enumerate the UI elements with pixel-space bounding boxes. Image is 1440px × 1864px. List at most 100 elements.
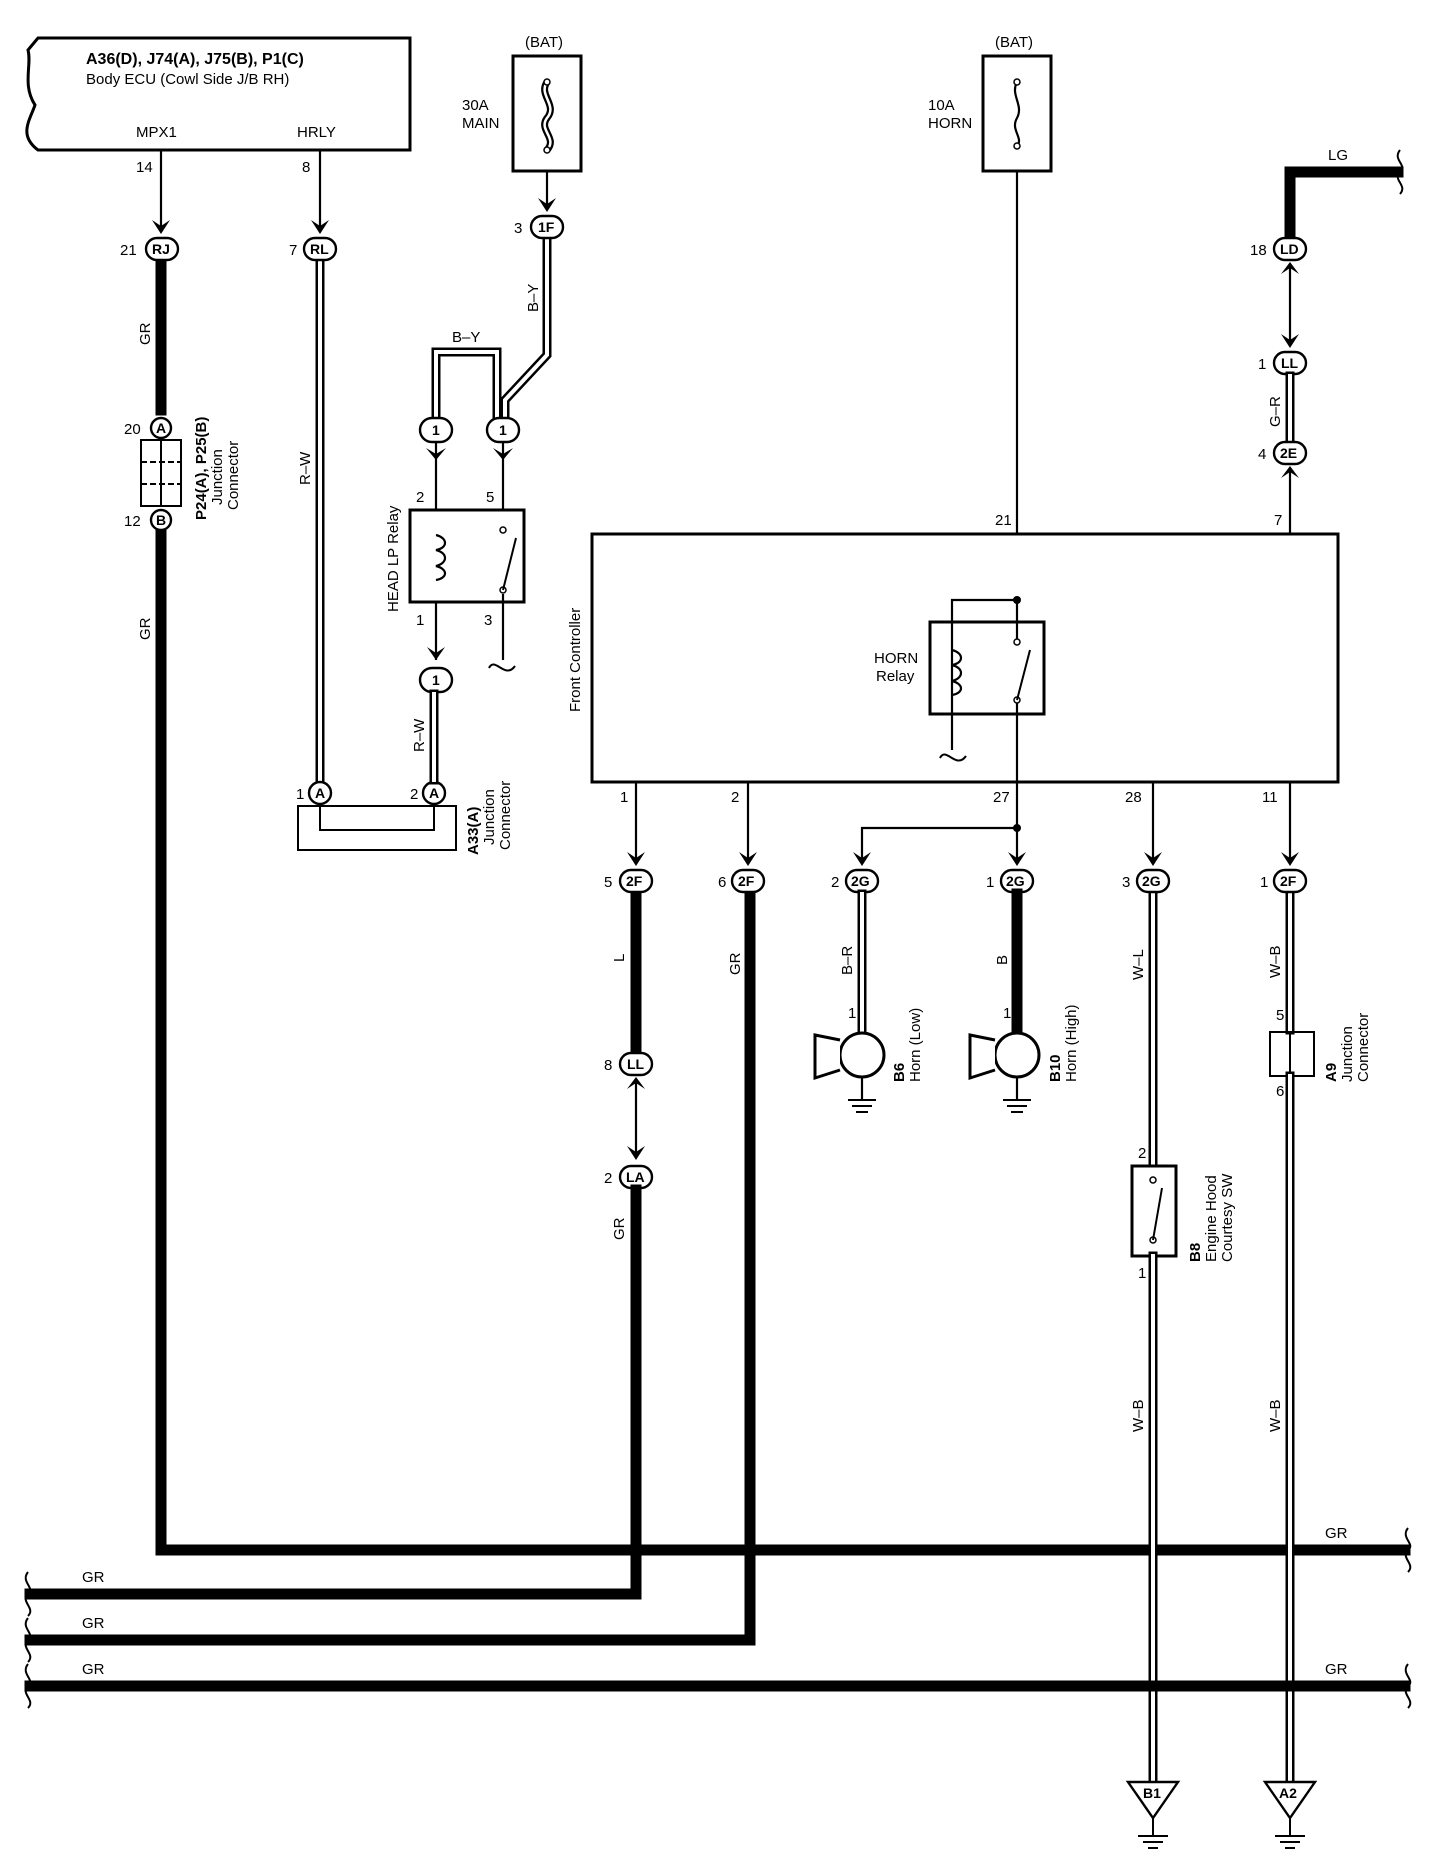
horn-high: 1 B10 Horn (High) [968, 1004, 1080, 1113]
svg-text:11: 11 [1262, 789, 1278, 806]
svg-text:LA: LA [626, 1169, 645, 1185]
svg-text:1: 1 [432, 422, 440, 438]
svg-text:2F: 2F [1280, 873, 1297, 889]
svg-text:2: 2 [1138, 1145, 1146, 1162]
svg-text:HORN: HORN [874, 650, 918, 667]
svg-text:(BAT): (BAT) [525, 34, 563, 51]
svg-text:Connector: Connector [1355, 1013, 1372, 1082]
ecu-pin-hrly-num: 8 [302, 159, 310, 176]
svg-text:5: 5 [604, 874, 612, 891]
svg-text:2: 2 [410, 786, 418, 803]
svg-text:2E: 2E [1280, 445, 1297, 461]
wire-hrly [311, 150, 329, 785]
wire-label-by-1: B–Y [525, 284, 542, 312]
svg-text:7: 7 [1274, 512, 1282, 529]
ground-a2: A2 [1262, 1780, 1318, 1849]
svg-text:RL: RL [310, 241, 329, 257]
wire-label-wb-2: W–B [1267, 945, 1284, 978]
wire-label-gr-la: GR [611, 1217, 628, 1240]
connector-2f-6: 2F 6 [718, 868, 766, 894]
svg-text:B1: B1 [1143, 1785, 1161, 1801]
connector-rl: RL 7 [289, 236, 338, 262]
svg-text:5: 5 [486, 489, 494, 506]
svg-text:1: 1 [1260, 874, 1268, 891]
svg-text:20: 20 [124, 421, 141, 438]
wire-label-gr-1: GR [137, 322, 154, 345]
svg-text:HEAD LP Relay: HEAD LP Relay [385, 505, 402, 612]
svg-text:30A: 30A [462, 97, 489, 114]
svg-text:3: 3 [1122, 874, 1130, 891]
connector-1f: 1F 3 [514, 214, 565, 240]
svg-text:A: A [429, 785, 439, 801]
svg-text:Connector: Connector [497, 781, 514, 850]
svg-text:12: 12 [124, 513, 141, 530]
wire-label-gr-2: GR [137, 617, 154, 640]
bus-label-gr-1: GR [1325, 1525, 1348, 1542]
svg-text:B6: B6 [891, 1063, 908, 1082]
connector-rj: RJ 21 [120, 236, 180, 262]
svg-text:RJ: RJ [152, 241, 170, 257]
hood-courtesy-switch: 2 1 B8 Engine Hood Courtesy SW [1130, 1145, 1236, 1282]
svg-text:2: 2 [831, 874, 839, 891]
front-controller: Front Controller 21 7 HORN Relay 1 2 27 … [567, 512, 1340, 806]
wire-label-by-2: B–Y [452, 329, 480, 346]
connector-2e: 2E 4 [1258, 440, 1308, 466]
wire-ll-la [627, 1077, 645, 1160]
svg-text:Junction: Junction [481, 789, 498, 845]
wire-out-2 [24, 782, 757, 1646]
svg-text:1: 1 [1003, 1005, 1011, 1022]
wire-out-11 [1281, 782, 1299, 1035]
svg-text:2G: 2G [1142, 873, 1161, 889]
svg-text:1F: 1F [538, 219, 555, 235]
connector-2f-5: 2F 5 [604, 868, 654, 894]
wire-out-27 [853, 782, 1026, 866]
svg-text:LL: LL [627, 1056, 645, 1072]
svg-text:6: 6 [718, 874, 726, 891]
wire-breaks-left [24, 1571, 32, 1709]
junction-a33: A 1 A 2 A33(A) Junction Connector [296, 781, 514, 855]
junction-a9: 5 6 A9 Junction Connector [1269, 1007, 1372, 1100]
ecu-pin-hrly-label: HRLY [297, 124, 336, 141]
svg-text:3: 3 [484, 612, 492, 629]
wire-label-br: B–R [839, 946, 856, 975]
svg-text:B8: B8 [1187, 1243, 1204, 1262]
svg-text:28: 28 [1125, 789, 1142, 806]
connector-2g-2: 2G 2 [831, 868, 880, 894]
wire-label-wl: W–L [1130, 949, 1147, 980]
svg-text:2F: 2F [738, 873, 755, 889]
svg-text:LD: LD [1280, 241, 1299, 257]
svg-text:Courtesy SW: Courtesy SW [1219, 1173, 1236, 1262]
svg-text:LG: LG [1328, 147, 1348, 164]
svg-text:27: 27 [993, 789, 1010, 806]
svg-text:A9: A9 [1323, 1063, 1340, 1082]
wire-label-wb-3: W–B [1267, 1399, 1284, 1432]
bus-label-gr-5: GR [1325, 1661, 1348, 1678]
svg-text:A33(A): A33(A) [465, 807, 482, 855]
wire-ld-ll [1281, 262, 1299, 348]
svg-text:8: 8 [604, 1057, 612, 1074]
head-lp-relay: 1 1 2 5 1 3 HEAD LP Relay [385, 416, 526, 672]
svg-text:Connector: Connector [225, 441, 242, 510]
svg-text:6: 6 [1276, 1083, 1284, 1100]
svg-text:P24(A), P25(B): P24(A), P25(B) [193, 417, 210, 520]
connector-la: LA 2 [604, 1164, 654, 1190]
fuse-main: (BAT) 30A MAIN [462, 34, 583, 173]
bus-label-gr-4: GR [82, 1661, 105, 1678]
svg-text:1: 1 [1258, 356, 1266, 373]
fuse-horn: (BAT) 10A HORN [928, 34, 1053, 533]
ground-b1: B1 [1125, 1780, 1181, 1849]
svg-text:Junction: Junction [209, 449, 226, 505]
svg-text:21: 21 [995, 512, 1012, 529]
wire-out-1 [627, 782, 645, 1056]
svg-text:2F: 2F [626, 873, 643, 889]
svg-text:Horn (High): Horn (High) [1063, 1004, 1080, 1082]
wire-breaks-right [1404, 1527, 1412, 1709]
wire-2e-controller [1281, 466, 1299, 534]
svg-text:2: 2 [731, 789, 739, 806]
svg-text:3: 3 [514, 220, 522, 237]
connector-ld: LD 18 [1250, 236, 1308, 262]
connector-ll-top: LL 1 [1258, 350, 1308, 376]
svg-text:10A: 10A [928, 97, 955, 114]
svg-text:1: 1 [499, 422, 507, 438]
